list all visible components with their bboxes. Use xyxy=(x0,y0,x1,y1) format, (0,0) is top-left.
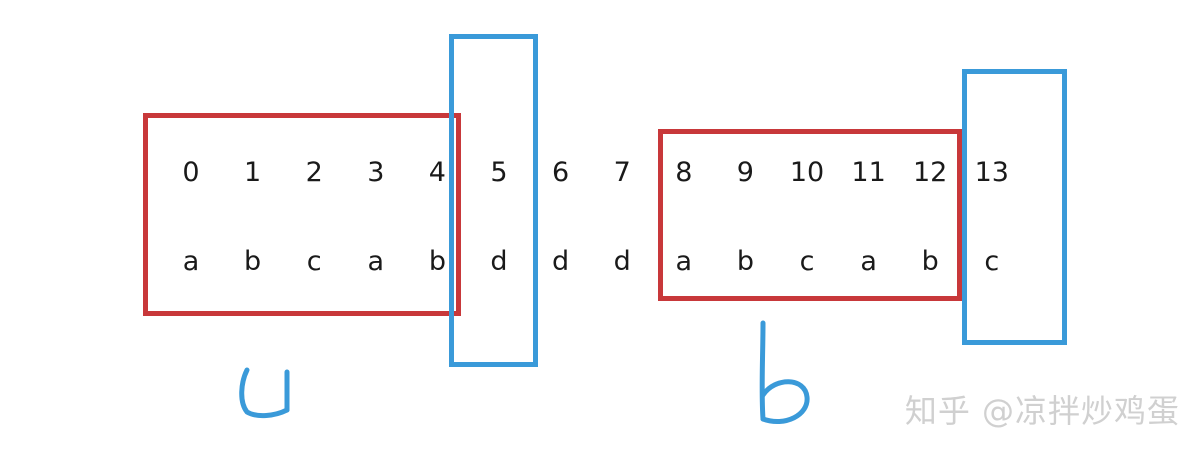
index-cell: 6 xyxy=(552,157,570,188)
index-cell: 12 xyxy=(913,157,948,188)
index-cell: 0 xyxy=(182,157,200,188)
index-cell: 7 xyxy=(613,157,631,188)
index-cell: 10 xyxy=(789,157,825,188)
mismatch-box-b xyxy=(962,69,1067,345)
index-cell: 9 xyxy=(736,157,754,188)
index-cell: 8 xyxy=(675,157,693,188)
index-cell: 13 xyxy=(974,157,1009,188)
char-cell: a xyxy=(367,246,385,277)
index-cell: 5 xyxy=(490,157,508,188)
char-cell: d xyxy=(552,246,570,277)
char-cell: b xyxy=(244,246,262,277)
index-cell: 2 xyxy=(305,157,323,188)
prefix-box-b xyxy=(658,129,962,301)
handwritten-label-b: b xyxy=(759,320,810,425)
index-cell: 1 xyxy=(244,157,262,188)
char-cell: d xyxy=(613,246,631,277)
prefix-box-a xyxy=(143,113,461,316)
char-cell: a xyxy=(860,246,877,277)
handwritten-label-a: a xyxy=(239,367,290,419)
watermark: 知乎 @凉拌炒鸡蛋 xyxy=(904,392,1180,430)
char-cell: d xyxy=(490,246,508,277)
char-cell: b xyxy=(428,246,446,277)
char-cell: c xyxy=(306,246,322,277)
char-cell: a xyxy=(675,246,693,277)
index-cell: 3 xyxy=(367,157,385,188)
index-cell: 4 xyxy=(428,157,446,188)
index-cell: 11 xyxy=(851,157,886,188)
char-cell: c xyxy=(799,246,815,277)
char-cell: b xyxy=(736,246,754,277)
char-cell: b xyxy=(921,246,939,277)
char-cell: a xyxy=(182,246,200,277)
char-cell: c xyxy=(984,246,1000,277)
mismatch-box-a xyxy=(449,34,538,367)
